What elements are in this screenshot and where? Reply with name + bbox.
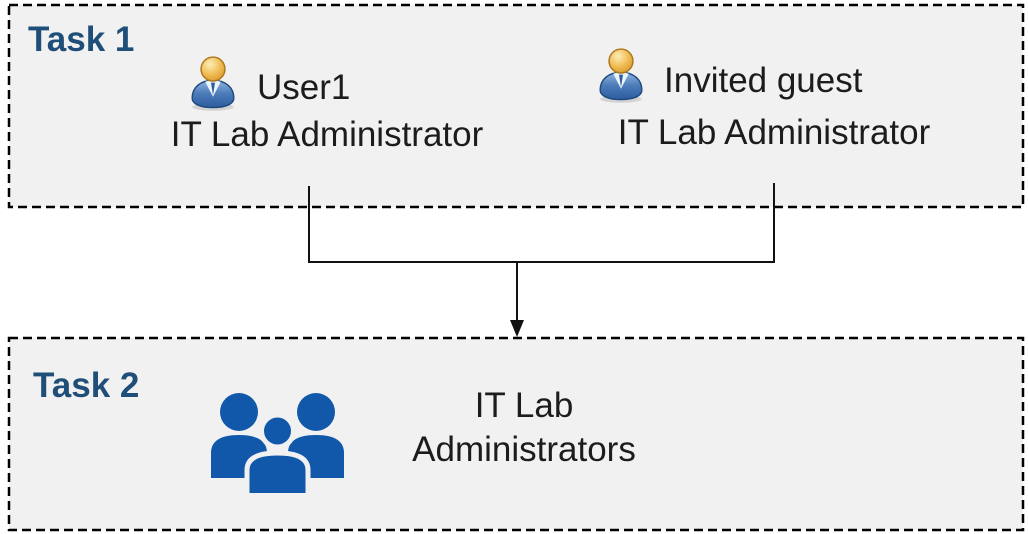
invited-guest-name: Invited guest [664, 61, 863, 100]
task2-label: Task 2 [33, 366, 140, 405]
task1-label: Task 1 [28, 20, 135, 59]
group-name-line1: IT Lab [474, 386, 574, 425]
invited-guest-role: IT Lab Administrator [617, 113, 931, 152]
person-icon [184, 55, 242, 113]
connector-merge-line [308, 183, 775, 263]
task2-box [7, 336, 1025, 532]
group-name-line2: Administrators [412, 430, 636, 469]
group-name: IT Lab Administrators [412, 384, 636, 472]
user1-name: User1 [257, 68, 351, 107]
people-group-icon [205, 389, 350, 493]
person-icon [592, 47, 650, 105]
user1-role: IT Lab Administrator [170, 115, 484, 154]
connector-arrowhead-icon [510, 320, 524, 337]
task1-box [7, 3, 1025, 209]
